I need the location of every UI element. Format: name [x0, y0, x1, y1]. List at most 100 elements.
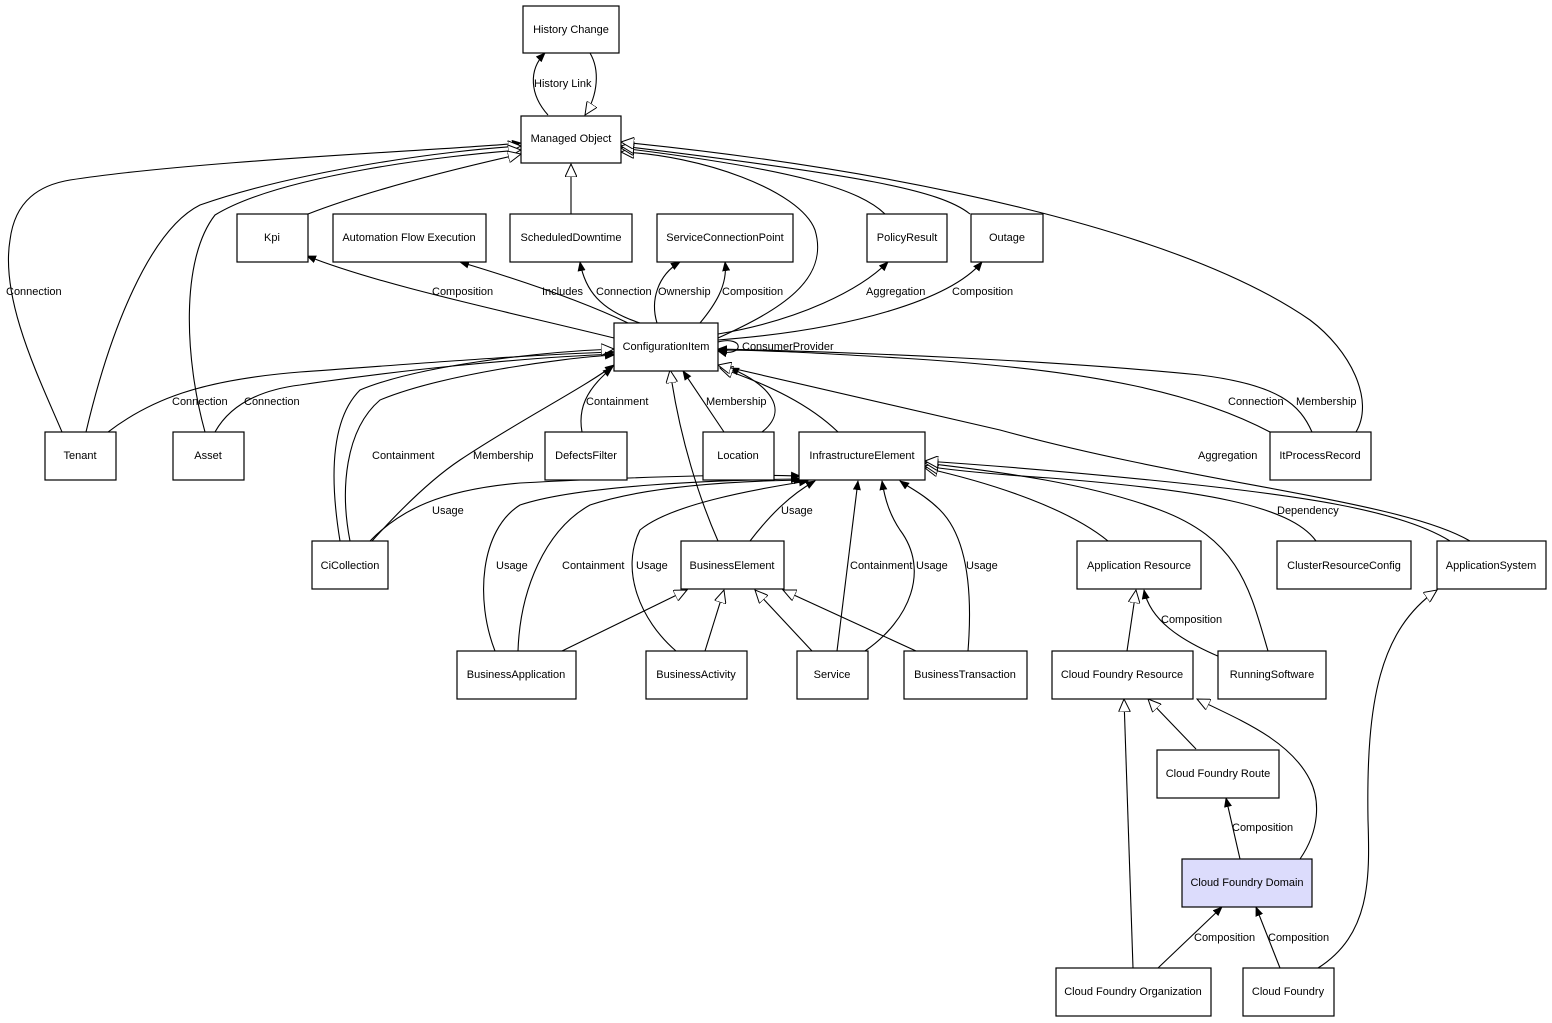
edge-label: Composition	[722, 286, 783, 298]
node-cloud-foundry[interactable]: Cloud Foundry	[1242, 967, 1335, 1017]
node-label: PolicyResult	[877, 232, 938, 244]
edge-label: Usage	[636, 560, 668, 572]
edge-itprocessrecord-generalization-mo	[621, 142, 1364, 433]
edge-label: Composition	[952, 286, 1013, 298]
edge-label: Ownership	[658, 286, 711, 298]
node-label: Outage	[989, 232, 1025, 244]
edge-cfresource-generalization-appresource	[1126, 590, 1136, 652]
edge-label: ConsumerProvider	[742, 341, 834, 353]
edge-tenant-connection-mo	[7, 139, 522, 433]
edge-label: Includes	[542, 286, 583, 298]
edge-service-usage-ie	[864, 480, 915, 652]
edge-ci-includes-afe	[459, 260, 629, 324]
node-location[interactable]: Location	[702, 431, 775, 481]
edge-label: Membership	[1296, 396, 1357, 408]
edge-clusterresourceconfig-generalization-ie	[925, 466, 1317, 542]
edge-ci-composition-kpi	[306, 255, 615, 339]
node-label: Kpi	[264, 232, 280, 244]
edge-label: Connection	[6, 286, 62, 298]
edge-businessapplication-containment-ie	[517, 476, 804, 652]
edge-ci-ownership-scp	[653, 261, 681, 324]
edge-businesselement-generalization-ci	[670, 370, 719, 542]
node-label: ClusterResourceConfig	[1287, 560, 1401, 572]
node-cloud-foundry-domain[interactable]: Cloud Foundry Domain	[1181, 858, 1313, 908]
node-service[interactable]: Service	[796, 650, 869, 700]
edge-label: Connection	[596, 286, 652, 298]
edge-ci-generalization-mo	[621, 152, 819, 339]
node-policy-result[interactable]: PolicyResult	[866, 213, 948, 263]
node-label: RunningSoftware	[1230, 669, 1314, 681]
node-label: ApplicationSystem	[1446, 560, 1537, 572]
edge-businessactivity-generalization-be	[704, 590, 724, 652]
edge-location-ci-loop	[729, 367, 776, 433]
node-business-activity[interactable]: BusinessActivity	[645, 650, 748, 700]
node-label: Managed Object	[531, 133, 612, 145]
node-history-change[interactable]: History Change	[522, 5, 620, 54]
node-label: BusinessApplication	[467, 669, 565, 681]
edge-label: Membership	[473, 450, 534, 462]
node-cloud-foundry-organization[interactable]: Cloud Foundry Organization	[1055, 967, 1212, 1017]
node-ci-collection[interactable]: CiCollection	[311, 540, 389, 590]
node-asset[interactable]: Asset	[172, 431, 245, 481]
node-label: BusinessElement	[690, 560, 775, 572]
node-defects-filter[interactable]: DefectsFilter	[544, 431, 628, 481]
edge-businesstransaction-generalization-be	[783, 590, 917, 652]
node-business-application[interactable]: BusinessApplication	[456, 650, 577, 700]
node-tenant[interactable]: Tenant	[44, 431, 117, 481]
node-label: BusinessTransaction	[914, 669, 1016, 681]
edge-label: Composition	[432, 286, 493, 298]
edge-label: Usage	[496, 560, 528, 572]
edge-cicollection-containment-ci	[344, 351, 615, 542]
edge-label: Containment	[586, 396, 648, 408]
edge-cf-composition-cfdomain	[1255, 906, 1281, 969]
edge-businessapplication-usage-ie	[483, 475, 801, 652]
node-business-element[interactable]: BusinessElement	[680, 540, 785, 590]
edge-ci-aggregation-pr	[717, 261, 889, 335]
node-label: Cloud Foundry Resource	[1061, 669, 1183, 681]
edge-cforganization-composition-cfdomain	[1157, 906, 1223, 969]
node-automation-flow-execution[interactable]: Automation Flow Execution	[332, 213, 487, 263]
node-label: Tenant	[63, 450, 96, 462]
node-cloud-foundry-resource[interactable]: Cloud Foundry Resource	[1051, 650, 1194, 700]
node-label: Cloud Foundry Organization	[1064, 986, 1202, 998]
edge-label: Aggregation	[1198, 450, 1257, 462]
node-outage[interactable]: Outage	[970, 213, 1044, 263]
node-business-transaction[interactable]: BusinessTransaction	[903, 650, 1028, 700]
edge-location-membership-ci	[682, 370, 725, 433]
edge-history-link	[532, 52, 549, 116]
node-cluster-resource-config[interactable]: ClusterResourceConfig	[1276, 540, 1412, 590]
node-label: ScheduledDowntime	[521, 232, 622, 244]
edge-ci-composition-outage	[717, 261, 983, 341]
node-infrastructure-element[interactable]: InfrastructureElement	[798, 431, 926, 481]
node-it-process-record[interactable]: ItProcessRecord	[1269, 431, 1372, 481]
node-service-connection-point[interactable]: ServiceConnectionPoint	[656, 213, 794, 263]
node-configuration-item[interactable]: ConfigurationItem	[613, 322, 719, 372]
edge-cfdomain-generalization-cfresource	[1197, 699, 1318, 860]
node-application-system[interactable]: ApplicationSystem	[1436, 540, 1547, 590]
edge-label: History Link	[534, 78, 592, 90]
edge-tenant-connection-ci	[107, 348, 615, 433]
node-managed-object[interactable]: Managed Object	[520, 115, 622, 164]
node-scheduled-downtime[interactable]: ScheduledDowntime	[509, 213, 633, 263]
edge-label: Dependency	[1277, 505, 1339, 517]
edge-tenant-generalization-mo	[85, 146, 521, 433]
edge-label: Usage	[916, 560, 948, 572]
node-label: History Change	[533, 24, 609, 36]
node-running-software[interactable]: RunningSoftware	[1217, 650, 1327, 700]
node-label: Location	[717, 450, 759, 462]
node-kpi[interactable]: Kpi	[236, 213, 309, 263]
edge-businesstransaction-usage-ie	[899, 480, 971, 652]
edge-businesselement-usage-ie	[749, 480, 816, 542]
edge-asset-connection-ci	[214, 350, 615, 433]
node-cloud-foundry-route[interactable]: Cloud Foundry Route	[1156, 749, 1280, 799]
node-label: Asset	[194, 450, 222, 462]
edge-label: Containment	[850, 560, 912, 572]
edge-label: Composition	[1161, 614, 1222, 626]
edge-label: Connection	[172, 396, 228, 408]
edge-policyresult-generalization-mo	[621, 148, 886, 215]
edge-label: Containment	[372, 450, 434, 462]
node-label: ConfigurationItem	[623, 341, 710, 353]
node-label: Service	[814, 669, 851, 681]
node-application-resource[interactable]: Application Resource	[1076, 540, 1202, 590]
